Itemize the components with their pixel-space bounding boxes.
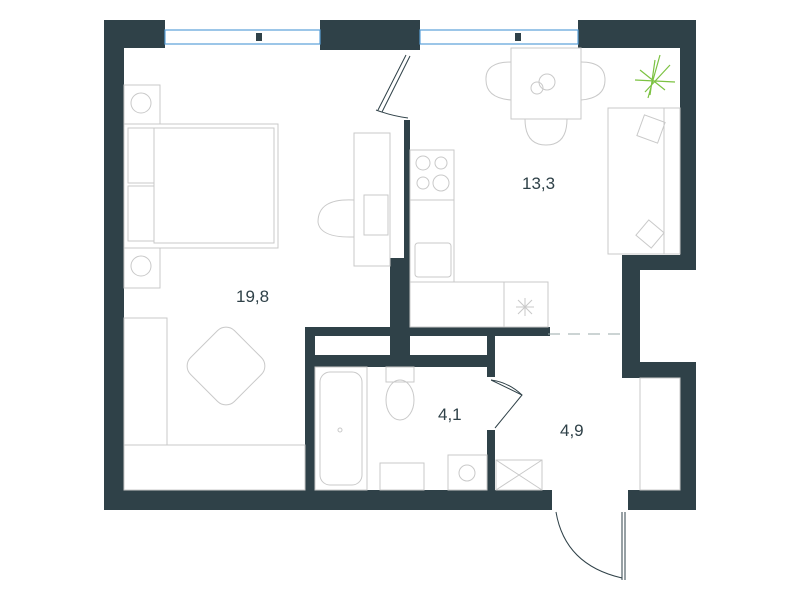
area-label-hallway: 4,9 bbox=[560, 421, 584, 440]
burner bbox=[416, 176, 430, 190]
door-entrance[interactable] bbox=[555, 511, 626, 580]
door-bedroom[interactable] bbox=[375, 54, 411, 119]
armchair bbox=[186, 326, 266, 406]
wall-right-lower bbox=[680, 362, 696, 510]
area-label-bathroom: 4,1 bbox=[438, 405, 462, 424]
cushion bbox=[635, 219, 665, 249]
hood-icon bbox=[516, 298, 534, 316]
wall-bath-top bbox=[305, 327, 550, 336]
dining-table bbox=[510, 47, 582, 120]
window-mullion bbox=[256, 33, 262, 41]
wardrobe-bottom bbox=[123, 444, 306, 491]
wall-bath-left bbox=[305, 327, 315, 492]
chair bbox=[524, 118, 568, 146]
window-mullion bbox=[515, 33, 521, 41]
windows bbox=[164, 29, 579, 45]
window-bedroom bbox=[164, 29, 321, 45]
wardrobe-left bbox=[123, 317, 168, 446]
wall-notch-bottom bbox=[622, 362, 696, 378]
drain bbox=[337, 427, 343, 433]
vase bbox=[538, 73, 556, 91]
wall-bath-upper bbox=[305, 355, 495, 367]
chair bbox=[580, 61, 606, 101]
wall-bath-right-lower bbox=[487, 430, 495, 492]
nightstand-top bbox=[123, 84, 161, 126]
washbasin bbox=[379, 462, 425, 491]
bathtub-inner bbox=[319, 371, 363, 486]
nightstand-bottom bbox=[123, 247, 161, 289]
window-kitchen bbox=[419, 29, 579, 45]
area-label-bedroom: 19,8 bbox=[236, 287, 269, 306]
cushion bbox=[636, 114, 666, 144]
wall-bath-right-upper bbox=[487, 327, 495, 377]
lamp-icon bbox=[130, 255, 152, 277]
vase bbox=[530, 81, 544, 95]
walls bbox=[104, 20, 696, 510]
wall-partition bbox=[390, 258, 410, 358]
desk bbox=[353, 132, 391, 267]
plant-icon bbox=[634, 54, 676, 99]
area-label-kitchen: 13,3 bbox=[522, 174, 555, 193]
counter bbox=[409, 199, 455, 283]
wall-left bbox=[104, 20, 124, 510]
sink bbox=[414, 242, 452, 278]
blanket bbox=[153, 127, 275, 244]
wall-partition-thin bbox=[404, 120, 410, 260]
burner bbox=[432, 174, 450, 192]
wall-bottom-left bbox=[104, 490, 552, 510]
doors bbox=[375, 54, 626, 580]
toilet-tank bbox=[385, 366, 415, 383]
lamp-icon bbox=[130, 92, 152, 114]
wall-top-right bbox=[578, 20, 696, 48]
wall-notch-top bbox=[622, 255, 696, 270]
bedroom-furniture bbox=[123, 84, 391, 491]
storage-cross bbox=[495, 459, 543, 491]
burner bbox=[415, 155, 431, 171]
wall-notch-side bbox=[622, 255, 640, 378]
chair bbox=[485, 61, 512, 101]
washing-machine bbox=[447, 454, 488, 491]
hallway-furniture bbox=[495, 377, 681, 491]
wardrobe-hall bbox=[639, 377, 681, 491]
kitchen-furniture bbox=[409, 47, 681, 328]
sofa bbox=[607, 107, 681, 255]
door-bathroom[interactable] bbox=[490, 379, 523, 429]
bathroom-fixtures bbox=[314, 366, 488, 491]
desk-chair bbox=[317, 199, 355, 238]
wall-top-middle bbox=[320, 20, 420, 50]
wall-bottom-right bbox=[628, 490, 696, 510]
laptop bbox=[363, 194, 389, 236]
wall-right-upper bbox=[680, 20, 696, 270]
wall-top-left bbox=[104, 20, 165, 48]
stove bbox=[409, 149, 455, 201]
burner bbox=[434, 156, 448, 170]
toilet bbox=[385, 379, 415, 421]
washer-drum bbox=[458, 464, 476, 482]
